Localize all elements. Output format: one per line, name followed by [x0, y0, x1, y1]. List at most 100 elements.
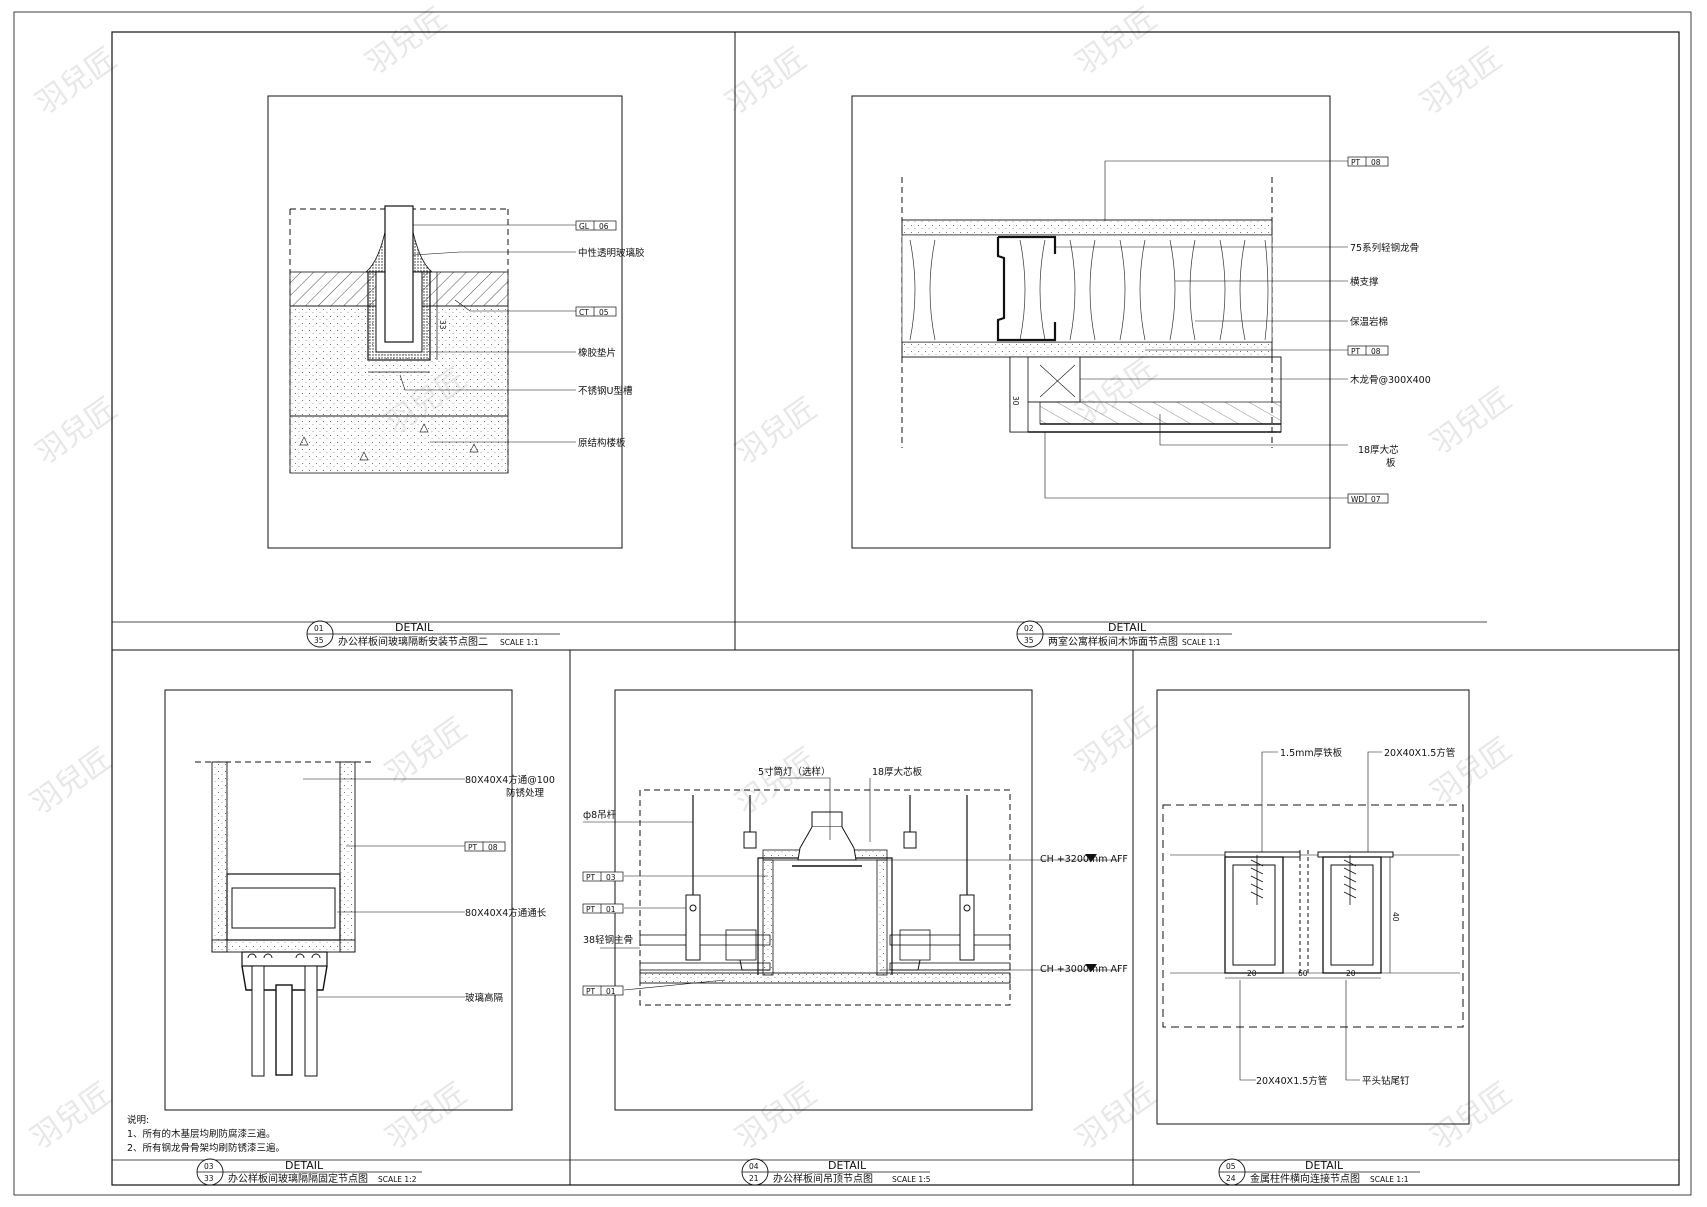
leader-line [780, 777, 831, 840]
svg-text:金属柱件横向连接节点图: 金属柱件横向连接节点图 [1250, 1172, 1360, 1185]
svg-text:CT: CT [579, 308, 589, 317]
leader-line [1159, 414, 1348, 446]
callout-u-channel: 不锈钢U型槽 [578, 385, 633, 397]
svg-text:SCALE 1:2: SCALE 1:2 [378, 1175, 417, 1184]
svg-text:08: 08 [1371, 158, 1381, 167]
detail-02-frame [851, 95, 1331, 549]
material-tag-pt: PT 08 [1347, 345, 1389, 356]
steel-tube-inner [231, 887, 336, 929]
detail-05-frame [1156, 689, 1470, 1125]
level-marker-icon [1085, 964, 1097, 972]
hanger-nut [743, 831, 757, 849]
light-box-board [762, 859, 774, 976]
svg-text:07: 07 [1371, 495, 1381, 504]
material-tag-pt: PT 03 [582, 871, 624, 882]
gypsum-board-bottom [901, 341, 1273, 358]
watermark: 羽兒匠 [1070, 1076, 1164, 1156]
svg-text:PT: PT [1351, 158, 1361, 167]
callout-brace: 横支撑 [1350, 276, 1379, 288]
level-3000: CH +3000mm AFF [1040, 964, 1128, 975]
callout-downlight: 5寸筒灯（选样） [758, 766, 831, 778]
insulation-pattern [909, 239, 1269, 341]
detail-05: 20 60 20 40 1.5mm厚铁板 20X40X1.5方管 20X40X1… [1133, 689, 1679, 1186]
svg-text:35: 35 [314, 636, 324, 645]
svg-text:24: 24 [1226, 1174, 1236, 1183]
break-line [1162, 804, 1464, 1028]
svg-text:21: 21 [749, 1174, 759, 1183]
svg-text:02: 02 [1024, 624, 1034, 633]
svg-text:PT: PT [1351, 347, 1361, 356]
callout-slab: 原结构楼板 [578, 437, 626, 449]
watermark: 羽兒匠 [720, 41, 814, 121]
glass-panel [304, 965, 318, 1077]
callout-core-board-cont: 板 [1386, 457, 1396, 469]
svg-text:05: 05 [599, 308, 609, 317]
svg-text:PT: PT [586, 987, 596, 996]
callout-screw: 平头钻尾钉 [1362, 1075, 1410, 1087]
callout-steel-tube-through: 80X40X4方通通长 [465, 907, 547, 919]
dimension-text: 33 [438, 320, 447, 330]
callout-core-board: 18厚大芯板 [872, 766, 923, 778]
leader-line [412, 251, 576, 256]
material-tag-wd: WD 07 [1347, 493, 1389, 504]
rock-wool [901, 234, 1273, 343]
svg-text:33: 33 [204, 1174, 214, 1183]
svg-text:PT: PT [586, 905, 596, 914]
watermark: 羽兒匠 [25, 1076, 119, 1156]
title-block-04: 04 21 DETAIL 办公样板间吊顶节点图 SCALE 1:5 [570, 1158, 1133, 1186]
svg-text:DETAIL: DETAIL [285, 1159, 324, 1172]
svg-text:PT: PT [468, 843, 478, 852]
svg-text:05: 05 [1226, 1162, 1236, 1171]
main-channel-left [639, 934, 771, 946]
svg-text:03: 03 [204, 1162, 214, 1171]
svg-text:DETAIL: DETAIL [1108, 621, 1147, 634]
material-tag-ct: CT 05 [575, 306, 617, 317]
detail-03-frame [164, 689, 513, 1111]
watermark: 羽兒匠 [1425, 381, 1519, 461]
svg-text:03: 03 [606, 873, 616, 882]
callout-wood-batten: 木龙骨@300X400 [1350, 374, 1431, 386]
hanger-nut [903, 831, 917, 849]
svg-text:办公样板间玻璃隔隔固定节点图: 办公样板间玻璃隔隔固定节点图 [228, 1172, 368, 1185]
watermark: 羽兒匠 [1415, 41, 1509, 121]
light-box-board [876, 859, 888, 976]
title-block-03: 03 33 DETAIL 办公样板间玻璃隔隔固定节点图 SCALE 1:2 [112, 1158, 570, 1186]
dimension-text: 40 [1391, 912, 1400, 922]
hanger-clip [959, 894, 975, 961]
svg-text:08: 08 [488, 843, 498, 852]
detail-04-frame [614, 689, 1033, 1111]
svg-text:SCALE 1:1: SCALE 1:1 [1370, 1175, 1409, 1184]
title-block-05: 05 24 DETAIL 金属柱件横向连接节点图 SCALE 1:1 [1133, 1158, 1679, 1186]
callout-main-channel: 38轻钢主骨 [583, 934, 633, 946]
svg-text:01: 01 [314, 624, 324, 633]
svg-text:PT: PT [586, 873, 596, 882]
svg-text:01: 01 [606, 987, 616, 996]
iron-plate [1317, 851, 1394, 858]
svg-text:SCALE 1:1: SCALE 1:1 [1182, 638, 1221, 647]
watermark: 羽兒匠 [1425, 731, 1519, 811]
callout-square-tube-left: 20X40X1.5方管 [1256, 1075, 1327, 1087]
self-drilling-screw-icon [1250, 855, 1264, 905]
svg-text:35: 35 [1024, 636, 1034, 645]
svg-text:04: 04 [749, 1162, 759, 1171]
svg-text:SCALE 1:5: SCALE 1:5 [892, 1175, 931, 1184]
leader-line [1104, 160, 1348, 221]
dimension-text: 20 [1247, 969, 1257, 978]
leader-line [1345, 980, 1360, 1081]
core-board [1039, 401, 1282, 425]
dimension-text: 30 [1011, 396, 1020, 406]
svg-text:办公样板间吊顶节点图: 办公样板间吊顶节点图 [773, 1172, 873, 1185]
level-3200: CH +3200mm AFF [1040, 854, 1128, 865]
svg-text:WD: WD [1351, 495, 1364, 504]
watermark: 羽兒匠 [30, 391, 124, 471]
sheet-frame [13, 11, 1692, 1196]
title-block-02: 02 35 DETAIL 两室公寓样板间木饰面节点图 SCALE 1:1 [735, 620, 1487, 648]
structural-slab [289, 415, 509, 474]
svg-text:08: 08 [1371, 347, 1381, 356]
watermark: 羽兒匠 [1070, 701, 1164, 781]
self-drilling-screw-icon [1343, 855, 1357, 905]
callout-rust-proofing: 防锈处理 [506, 787, 545, 799]
watermark: 羽兒匠 [730, 741, 824, 821]
sealant [364, 231, 386, 273]
svg-text:DETAIL: DETAIL [1305, 1159, 1344, 1172]
